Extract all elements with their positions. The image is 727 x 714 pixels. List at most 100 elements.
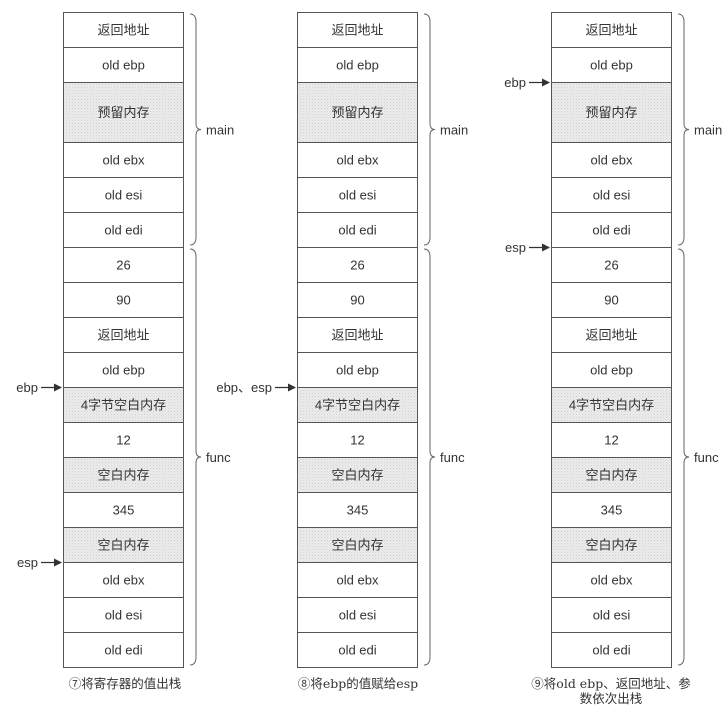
stack-cell: old ebx: [297, 142, 418, 178]
stack-cell-label: old ebx: [337, 573, 379, 588]
stack-cell-label: 返回地址: [331, 328, 383, 343]
pointer-label: ebp: [16, 380, 38, 395]
stack-cell-label: 4字节空白内存: [315, 398, 400, 413]
stack-cell-label: 空白内存: [97, 468, 149, 483]
stack-cell-box: [297, 82, 418, 143]
stack-cell-box: [63, 142, 184, 178]
stack-cell-box: [551, 282, 672, 318]
stack-cell-box: [63, 492, 184, 528]
pointer-label: ebp、esp: [216, 380, 272, 395]
stack-cell-box: [63, 212, 184, 248]
stack-cell: 90: [551, 282, 672, 318]
brace-main: [423, 13, 436, 246]
stack-cell-label: 空白内存: [331, 538, 383, 553]
stack-cell-label: 空白内存: [585, 538, 637, 553]
stack-cell-box: [551, 142, 672, 178]
stack-cell-label: 空白内存: [331, 468, 383, 483]
stack-cell: 空白内存: [297, 457, 418, 493]
stack-cell-label: old ebx: [591, 153, 633, 168]
stack-cell: old edi: [551, 632, 672, 668]
stack-cell-label: 345: [347, 503, 369, 518]
stack-cell-label: old ebp: [590, 58, 633, 73]
stack-cell-label: old ebp: [102, 58, 145, 73]
stack-cell: 12: [551, 422, 672, 458]
stack-cell-box: [297, 387, 418, 423]
pointer-esp: esp: [505, 240, 550, 255]
stack-cell-box: [297, 247, 418, 283]
stack-cell-box: [551, 387, 672, 423]
stack-cell-box: [551, 247, 672, 283]
stack-cell: 预留内存: [297, 82, 418, 143]
stack-cell: 预留内存: [63, 82, 184, 143]
stack-cell-label: 返回地址: [585, 328, 637, 343]
stack-cell: old ebx: [297, 562, 418, 598]
stack-cell-box: [551, 317, 672, 353]
stack-cell: 345: [63, 492, 184, 528]
stack-cell-label: old ebp: [336, 58, 379, 73]
stack-cell-label: 12: [604, 433, 618, 448]
caption-step-9: ⑨将old ebp、返回地址、参数依次出栈: [531, 676, 691, 706]
stack-cell: 4字节空白内存: [63, 387, 184, 423]
stack-cell-box: [297, 632, 418, 668]
stack-cell-label: old edi: [592, 223, 630, 238]
stack-cell: 26: [297, 247, 418, 283]
stack-cell-label: 90: [116, 293, 130, 308]
stack-cell: 345: [551, 492, 672, 528]
stack-cell-label: old esi: [593, 608, 631, 623]
stack-cell: 空白内存: [63, 457, 184, 493]
stack-cell: old edi: [297, 632, 418, 668]
stack-cell-box: [297, 212, 418, 248]
stack-cell-label: 26: [604, 258, 618, 273]
stack-cell-label: 26: [116, 258, 130, 273]
stack-cell-label: 345: [601, 503, 623, 518]
brace-func: [189, 248, 202, 666]
stack-cell-label: 返回地址: [97, 23, 149, 38]
brace-label-main: main: [440, 123, 468, 138]
pointer-esp: esp: [17, 555, 62, 570]
stack-cell: 345: [297, 492, 418, 528]
stack-cell: old edi: [297, 212, 418, 248]
brace-label-func: func: [694, 450, 719, 465]
stack-cell-label: old esi: [339, 608, 377, 623]
stack-cell-box: [297, 317, 418, 353]
stack-cell-label: 返回地址: [331, 23, 383, 38]
stack-cell-box: [297, 457, 418, 493]
stack-cell-box: [551, 177, 672, 213]
stack-cell-box: [297, 422, 418, 458]
stack-cell-box: [551, 457, 672, 493]
stack-cell-label: old edi: [338, 223, 376, 238]
stack-cell: 返回地址: [297, 317, 418, 353]
stack-cell-label: old esi: [593, 188, 631, 203]
stack-cell-label: old ebx: [103, 153, 145, 168]
pointer-label: ebp: [504, 75, 526, 90]
pointer-label: esp: [505, 240, 526, 255]
stack-cell-box: [297, 527, 418, 563]
stack-cell-label: old ebx: [591, 573, 633, 588]
stack-cell: old ebx: [551, 562, 672, 598]
stack-cell: old ebp: [551, 352, 672, 388]
stack-cell-label: 12: [116, 433, 130, 448]
stack-cell: 返回地址: [551, 12, 672, 48]
stack-cell-box: [63, 282, 184, 318]
stack-cell-box: [63, 47, 184, 83]
pointer-label: esp: [17, 555, 38, 570]
stack-cell-box: [297, 142, 418, 178]
stack-cell-box: [297, 282, 418, 318]
stack-cell: old esi: [551, 597, 672, 633]
stack-cell-label: old edi: [104, 223, 142, 238]
stack-cell: old ebx: [551, 142, 672, 178]
stack-cell-box: [63, 632, 184, 668]
stack-cell: old ebp: [63, 47, 184, 83]
stack-cell-box: [63, 12, 184, 48]
stack-cell-label: 预留内存: [97, 105, 149, 120]
stack-cell-box: [297, 562, 418, 598]
stack-cell-box: [63, 562, 184, 598]
stack-cell: 空白内存: [551, 457, 672, 493]
stack-cell-label: 返回地址: [585, 23, 637, 38]
brace-func: [423, 248, 436, 666]
stack-cell-box: [551, 632, 672, 668]
stack-cell: 12: [297, 422, 418, 458]
